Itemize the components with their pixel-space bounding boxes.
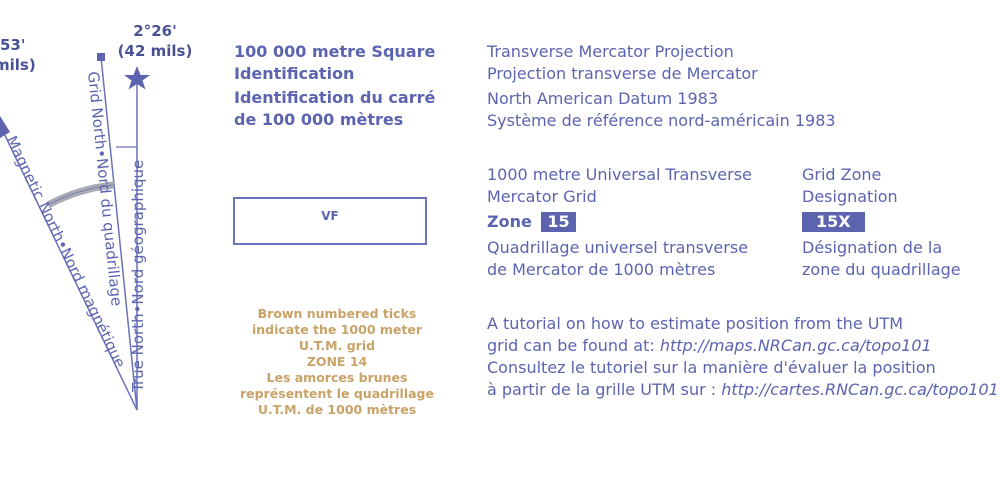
utm-zone-row: Zone 15: [487, 211, 752, 233]
utm-fr-line-2: de Mercator de 1000 mètres: [487, 260, 716, 279]
projection-line-2: Projection transverse de Mercator: [487, 64, 758, 83]
square-id-en-2: Identification: [234, 64, 355, 83]
magnetic-angle-label: 53' mils): [0, 35, 40, 75]
square-id-fr-2: de 100 000 mètres: [234, 110, 404, 129]
utm-en-line-2: Mercator Grid: [487, 187, 597, 206]
declination-diagram: Magnetic North•Nord magnétique Grid Nort…: [0, 53, 150, 411]
gzd-en-line-2: Designation: [802, 187, 898, 206]
gzd-en-line-1: Grid Zone: [802, 165, 882, 184]
grid-north-line: [100, 56, 138, 411]
utm-tick-note: Brown numbered ticks indicate the 1000 m…: [222, 306, 452, 418]
brown-note-line-4: ZONE 14: [306, 354, 368, 369]
gzd-value: 15X: [802, 212, 865, 232]
magnetic-north-arrow-icon: [0, 116, 10, 138]
gzd-fr-line-1: Désignation de la: [802, 238, 943, 257]
projection-line-3: North American Datum 1983: [487, 89, 718, 108]
brown-note-line-7: U.T.M. de 1000 mètres: [257, 402, 417, 417]
utm-zone-label: Zone: [487, 212, 532, 231]
square-id-box: VF: [233, 197, 427, 245]
true-north-star-icon: [124, 66, 150, 90]
grid-north-square-icon: [97, 53, 105, 61]
true-mils: (42 mils): [117, 42, 193, 60]
true-north-label: True North•Nord géographique: [129, 160, 147, 393]
tutorial-info: A tutorial on how to estimate position f…: [487, 313, 1000, 401]
tutorial-en-line-2: grid can be found at: http://maps.NRCan.…: [487, 335, 1000, 357]
tutorial-en-prefix: grid can be found at:: [487, 336, 655, 355]
utm-en-line-1: 1000 metre Universal Transverse: [487, 165, 752, 184]
square-id-fr-1: Identification du carré: [234, 88, 436, 107]
tutorial-en-line-1: A tutorial on how to estimate position f…: [487, 314, 904, 333]
magnetic-angle: 53': [0, 36, 26, 54]
true-angle-label: 2°26' (42 mils): [110, 21, 200, 61]
utm-zone-value: 15: [541, 212, 576, 232]
brown-note-line-3: U.T.M. grid: [298, 338, 376, 353]
projection-info: Transverse Mercator Projection Projectio…: [487, 41, 836, 132]
projection-line-4: Système de référence nord-américain 1983: [487, 111, 836, 130]
brown-note-line-5: Les amorces brunes: [266, 370, 408, 385]
utm-fr-line-1: Quadrillage universel transverse: [487, 238, 749, 257]
tutorial-fr-prefix: à partir de la grille UTM sur :: [487, 380, 717, 399]
grid-zone-info: Grid Zone Designation 15X Désignation de…: [802, 164, 961, 281]
square-id-en-1: 100 000 metre Square: [234, 42, 436, 61]
square-id-heading: 100 000 metre Square Identification Iden…: [234, 41, 435, 131]
gzd-fr-line-2: zone du quadrillage: [802, 260, 961, 279]
magnetic-mils: mils): [0, 56, 36, 74]
projection-line-1: Transverse Mercator Projection: [487, 42, 734, 61]
tutorial-fr-url[interactable]: http://cartes.RNCan.gc.ca/topo101: [721, 380, 999, 399]
brown-note-line-2: indicate the 1000 meter: [251, 322, 423, 337]
tutorial-en-url[interactable]: http://maps.NRCan.gc.ca/topo101: [659, 336, 932, 355]
true-angle: 2°26': [133, 22, 177, 40]
magnetic-north-line: [0, 124, 138, 411]
brown-note-line-1: Brown numbered ticks: [257, 306, 417, 321]
utm-grid-info: 1000 metre Universal Transverse Mercator…: [487, 164, 752, 281]
brown-note-line-6: représentent le quadrillage: [240, 386, 434, 401]
square-id-code: VF: [321, 209, 339, 223]
tutorial-fr-line-1: Consultez le tutoriel sur la manière d'é…: [487, 358, 936, 377]
tutorial-fr-line-2: à partir de la grille UTM sur : http://c…: [487, 379, 1000, 401]
gzd-value-row: 15X: [802, 211, 961, 233]
